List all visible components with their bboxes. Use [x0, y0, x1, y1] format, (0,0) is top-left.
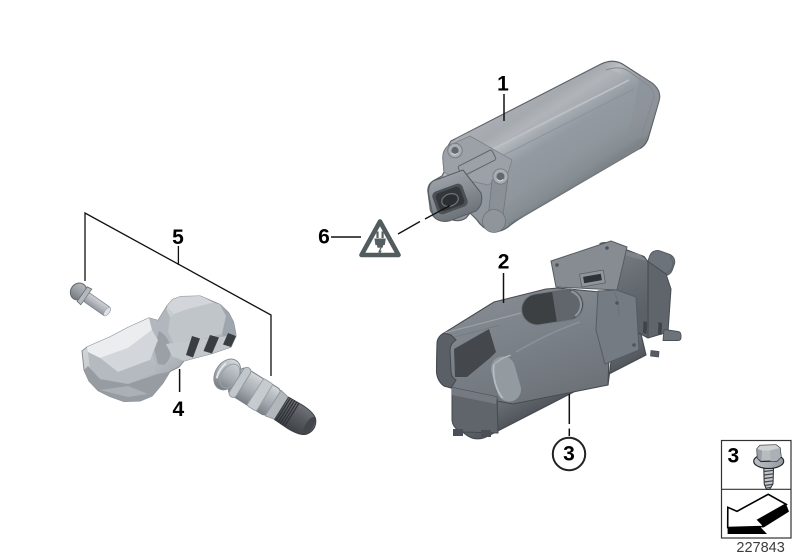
svg-text:2: 2 [498, 251, 510, 274]
svg-text:4: 4 [172, 398, 184, 421]
svg-text:227843: 227843 [736, 540, 784, 556]
svg-text:3: 3 [563, 443, 575, 466]
svg-text:1: 1 [497, 73, 509, 96]
svg-text:3: 3 [727, 444, 739, 467]
svg-text:5: 5 [172, 226, 184, 249]
svg-text:6: 6 [318, 226, 330, 249]
